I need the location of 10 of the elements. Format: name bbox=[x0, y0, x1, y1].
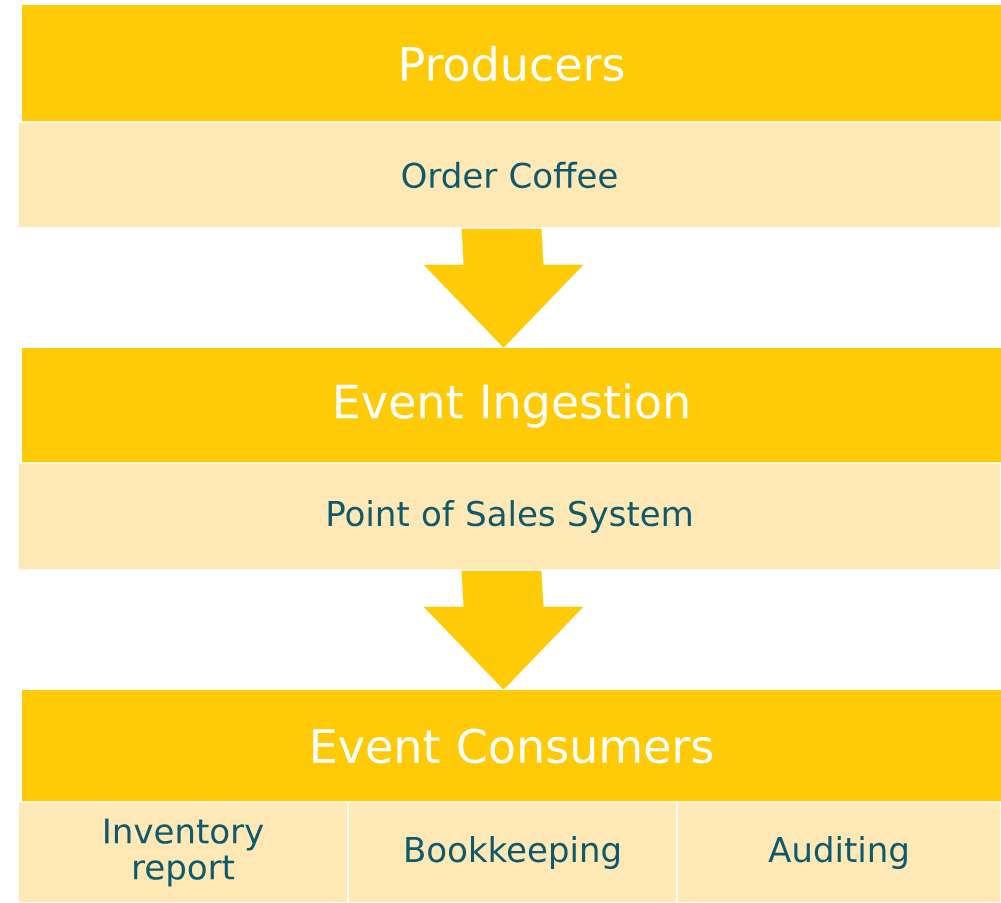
stage-box: Bookkeeping bbox=[347, 801, 678, 903]
stage-box: Point of Sales System bbox=[17, 462, 1001, 571]
stage-banner: Producers bbox=[22, 5, 1001, 122]
block-arrow bbox=[423, 228, 584, 348]
block-arrow bbox=[423, 570, 584, 690]
stage-box: Inventory report bbox=[17, 801, 349, 903]
stage-banner: Event Ingestion bbox=[22, 348, 1001, 463]
stage-banner: Event Consumers bbox=[22, 690, 1001, 802]
stage-box: Auditing bbox=[676, 801, 1001, 903]
stage-box: Order Coffee bbox=[17, 121, 1001, 229]
